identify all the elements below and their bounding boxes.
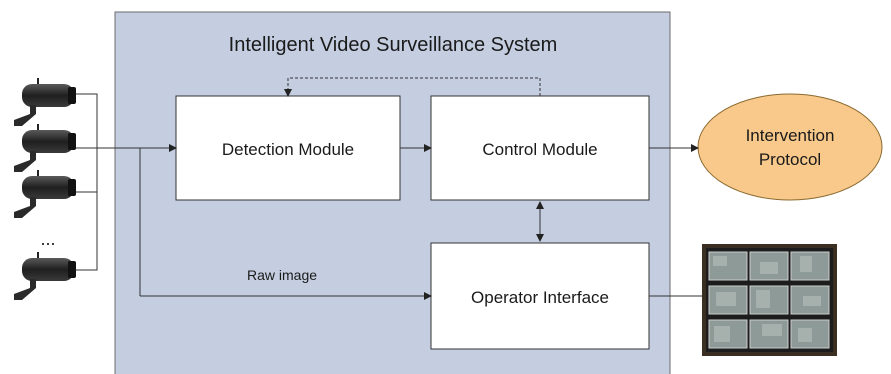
intervention-protocol-node[interactable] xyxy=(697,93,883,201)
operator-interface-box[interactable] xyxy=(430,242,650,350)
system-title: Intelligent Video Surveillance System xyxy=(229,34,558,56)
camera-icon xyxy=(14,124,76,172)
camera-icon xyxy=(14,78,76,126)
control-module-label: Control Module xyxy=(482,140,597,159)
camera-ellipsis: ... xyxy=(40,229,55,249)
camera-icon xyxy=(14,170,76,218)
module-connections xyxy=(284,77,708,297)
intervention-label-line1: Intervention xyxy=(746,126,835,145)
operator-interface-label: Operator Interface xyxy=(471,288,609,307)
camera-icon xyxy=(14,252,76,300)
detection-module-label: Detection Module xyxy=(222,140,354,159)
camera-wiring xyxy=(74,93,432,300)
intervention-label-line2: Protocol xyxy=(759,150,821,169)
detection-module-box[interactable] xyxy=(175,95,401,201)
monitor-wall-image xyxy=(702,244,837,356)
control-module-box[interactable] xyxy=(430,95,650,201)
raw-image-label: Raw image xyxy=(247,267,317,283)
